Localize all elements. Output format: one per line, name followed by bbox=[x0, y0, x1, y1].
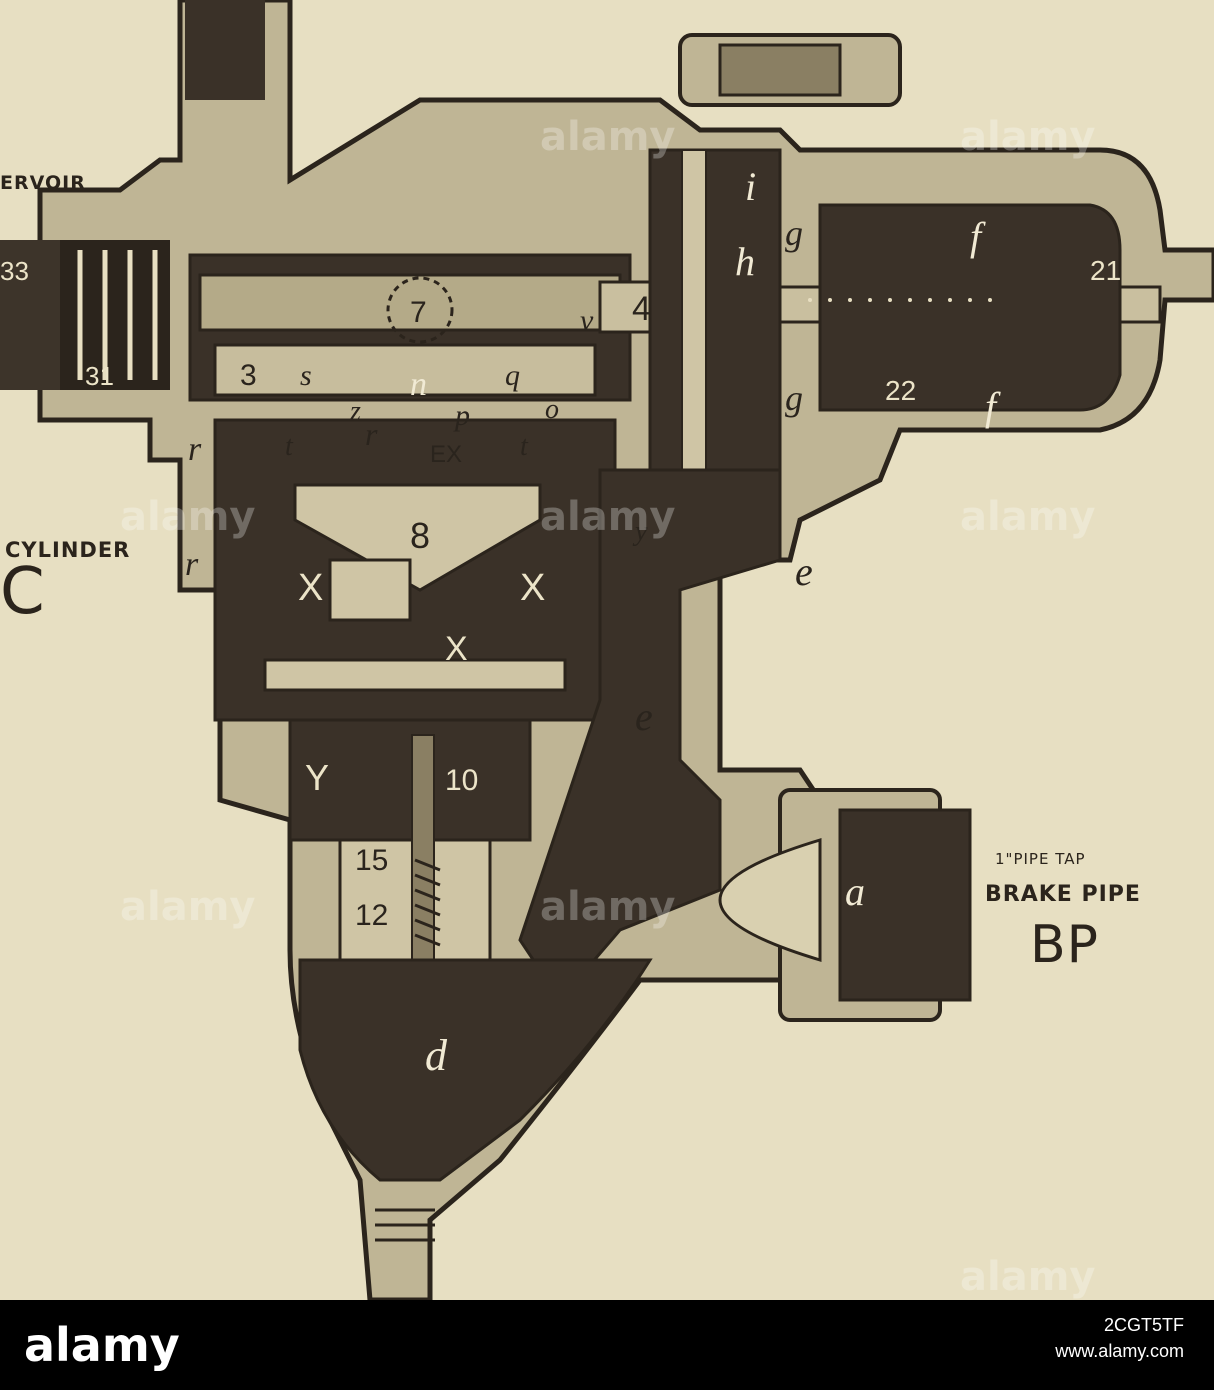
watermark-text: alamy bbox=[120, 494, 255, 540]
label-e-upper: e bbox=[795, 549, 813, 594]
graduating-valve-7 bbox=[386, 276, 454, 344]
cap-bolt bbox=[678, 33, 902, 107]
label-d: d bbox=[425, 1031, 448, 1080]
label-8: 8 bbox=[410, 515, 430, 556]
spring-33 bbox=[77, 250, 158, 380]
cylinder-label: CYLINDER bbox=[5, 538, 131, 562]
label-12: 12 bbox=[355, 899, 388, 932]
label-o: o bbox=[545, 394, 559, 425]
label-q: q bbox=[505, 359, 520, 392]
chamber-f bbox=[818, 203, 1122, 412]
label-z: z bbox=[349, 396, 361, 427]
label-t-left: t bbox=[285, 431, 294, 462]
label-22: 22 bbox=[885, 375, 916, 406]
slide-valve-chamber bbox=[188, 253, 632, 402]
passage-e bbox=[518, 468, 782, 1003]
label-4: 4 bbox=[632, 290, 651, 328]
spring-12 bbox=[414, 858, 441, 947]
stock-site-url: www.alamy.com bbox=[1055, 1341, 1184, 1361]
label-33: 33 bbox=[0, 256, 29, 286]
label-x-right: X bbox=[520, 567, 545, 609]
label-s: s bbox=[300, 359, 312, 392]
label-x-center: X bbox=[445, 630, 468, 668]
label-r-low: r bbox=[185, 546, 199, 583]
drain-plug-threads bbox=[375, 1208, 435, 1242]
label-i: i bbox=[745, 164, 756, 209]
watermark-text: alamy bbox=[540, 114, 675, 160]
check-valve-chamber-y bbox=[288, 718, 532, 962]
brake-pipe-label: BRAKE PIPE bbox=[985, 882, 1141, 907]
label-31: 31 bbox=[85, 361, 114, 391]
label-v: v bbox=[580, 304, 594, 337]
stock-logo: alamy bbox=[24, 1318, 180, 1372]
label-t-right: t bbox=[520, 431, 529, 462]
part-labels: 33 31 3 s 7 v 4 n q z p o r r r t t EX i… bbox=[0, 164, 1121, 1080]
label-Y: Y bbox=[305, 757, 329, 798]
label-r-mid: r bbox=[365, 416, 378, 452]
cylinder-letter: C bbox=[0, 555, 46, 629]
watermark-text: alamy bbox=[960, 1254, 1095, 1300]
triple-valve-sectional-diagram: 33 31 3 s 7 v 4 n q z p o r r r t t EX i… bbox=[0, 0, 1214, 1300]
label-r-left: r bbox=[188, 431, 202, 468]
label-g-top: g bbox=[785, 213, 803, 253]
label-y: y bbox=[632, 516, 648, 547]
watermark-text: alamy bbox=[540, 494, 675, 540]
bp-label: BP bbox=[1030, 915, 1100, 975]
stock-image-info: 2CGT5TF www.alamy.com bbox=[1055, 1312, 1184, 1364]
reservoir-connection-stem bbox=[185, 0, 265, 100]
drain-cup-d bbox=[298, 958, 653, 1182]
label-ex: EX bbox=[430, 441, 462, 468]
label-a: a bbox=[845, 869, 865, 914]
reservoir-label: ERVOIR bbox=[0, 172, 86, 194]
watermark-text: alamy bbox=[960, 494, 1095, 540]
emergency-valve-chamber bbox=[213, 418, 617, 722]
watermark-text: alamy bbox=[540, 884, 675, 930]
label-x-left: X bbox=[298, 567, 323, 609]
label-h: h bbox=[735, 239, 755, 284]
label-3: 3 bbox=[240, 359, 257, 392]
watermark-text: alamy bbox=[960, 114, 1095, 160]
label-n: n bbox=[410, 366, 427, 403]
label-p: p bbox=[453, 399, 470, 432]
label-10: 10 bbox=[445, 764, 478, 797]
label-7: 7 bbox=[410, 296, 427, 329]
piston-chamber-h bbox=[648, 148, 782, 497]
label-e-lower: e bbox=[635, 694, 653, 739]
brake-pipe-union bbox=[718, 788, 972, 1022]
label-g-bottom: g bbox=[785, 378, 803, 418]
watermark-overlay: alamy alamy alamy alamy alamy alamy alam… bbox=[120, 114, 1095, 1300]
pipe-tap-label: 1"PIPE TAP bbox=[995, 850, 1086, 868]
watermark-text: alamy bbox=[120, 884, 255, 930]
graduating-spring-22 bbox=[808, 298, 992, 302]
stock-footer-bar bbox=[0, 1300, 1214, 1390]
label-21: 21 bbox=[1090, 255, 1121, 286]
stock-image-id: 2CGT5TF bbox=[1103, 1315, 1184, 1335]
label-15: 15 bbox=[355, 844, 388, 877]
